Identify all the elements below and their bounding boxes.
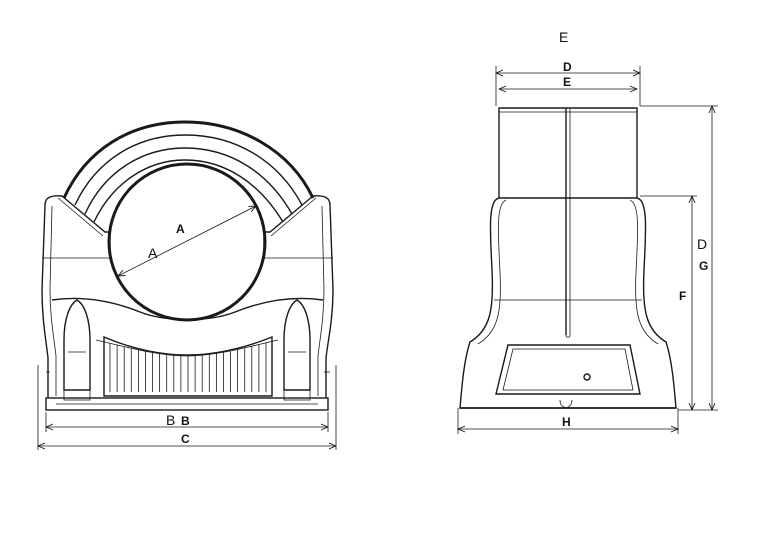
label-b-bold: B — [181, 414, 190, 428]
side-view: E D E D G F H — [458, 29, 718, 434]
side-lower-body — [459, 197, 677, 409]
dim-line-a — [118, 206, 256, 276]
label-d-top-bold: D — [563, 60, 572, 74]
label-h: H — [562, 415, 571, 429]
label-e-top-thin: E — [559, 29, 568, 45]
bore-circle — [107, 162, 267, 322]
label-b-thin: B — [166, 412, 175, 428]
side-upper-box — [498, 107, 638, 199]
front-view: A A B B C — [38, 120, 336, 450]
vent-grille — [103, 335, 273, 397]
label-f: F — [679, 289, 686, 303]
label-d-side-thin: D — [697, 236, 707, 252]
arch-rings — [62, 120, 315, 223]
label-g: G — [699, 259, 708, 273]
left-rib — [63, 299, 91, 401]
label-c: C — [181, 432, 190, 446]
front-housing — [41, 195, 334, 398]
label-e-top-bold: E — [563, 75, 571, 89]
side-opening — [495, 344, 641, 395]
right-rib — [283, 299, 311, 401]
label-a-bold: A — [176, 222, 185, 236]
front-base — [45, 371, 330, 411]
label-a-thin: A — [148, 245, 158, 261]
